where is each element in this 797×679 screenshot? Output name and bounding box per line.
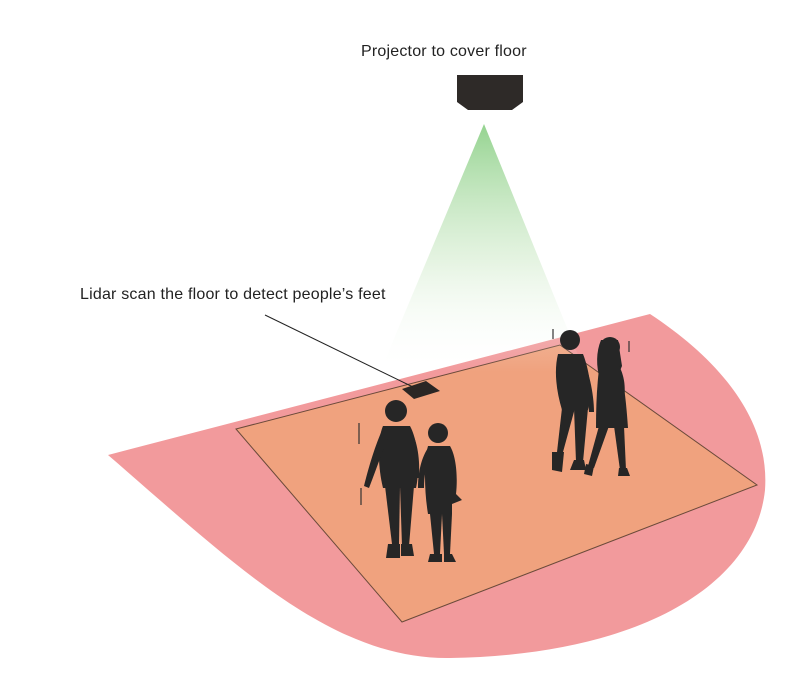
person-silhouette-icon <box>584 337 630 476</box>
lidar-leader-line <box>264 314 414 388</box>
person-silhouette-icon <box>418 423 462 562</box>
lidar-sensor-icon <box>402 381 440 399</box>
lidar-label: Lidar scan the floor to detect people’s … <box>80 286 386 303</box>
scan-tick-marks <box>358 329 630 505</box>
person-silhouette-icon <box>552 330 594 472</box>
projector-label: Projector to cover floor <box>361 43 527 60</box>
person-silhouette-icon <box>364 400 420 558</box>
projector-icon <box>457 75 523 110</box>
projector-beam <box>380 124 585 372</box>
